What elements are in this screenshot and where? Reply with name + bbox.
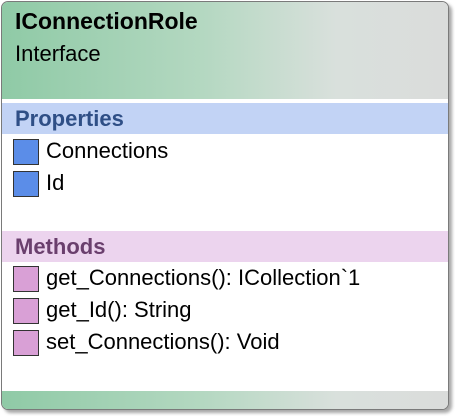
class-header: IConnectionRole Interface bbox=[2, 2, 448, 99]
methods-section-title: Methods bbox=[15, 234, 106, 259]
class-footer bbox=[2, 391, 448, 409]
method-icon bbox=[13, 298, 39, 324]
class-kind: Interface bbox=[15, 41, 101, 66]
property-icon bbox=[13, 171, 39, 197]
class-name: IConnectionRole bbox=[15, 8, 198, 34]
property-label: Connections bbox=[46, 138, 169, 163]
method-label: get_Connections(): ICollection`1 bbox=[46, 265, 361, 290]
method-label: set_Connections(): Void bbox=[46, 329, 280, 354]
method-icon bbox=[13, 330, 39, 356]
properties-section-title: Properties bbox=[15, 106, 124, 131]
properties-section-header[interactable]: Properties bbox=[2, 103, 448, 134]
class-shape[interactable]: IConnectionRole Interface Properties Con… bbox=[1, 1, 449, 410]
method-icon bbox=[13, 266, 39, 292]
method-label: get_Id(): String bbox=[46, 297, 192, 322]
property-icon bbox=[13, 139, 39, 165]
property-label: Id bbox=[46, 170, 65, 195]
methods-section-header[interactable]: Methods bbox=[2, 231, 448, 262]
